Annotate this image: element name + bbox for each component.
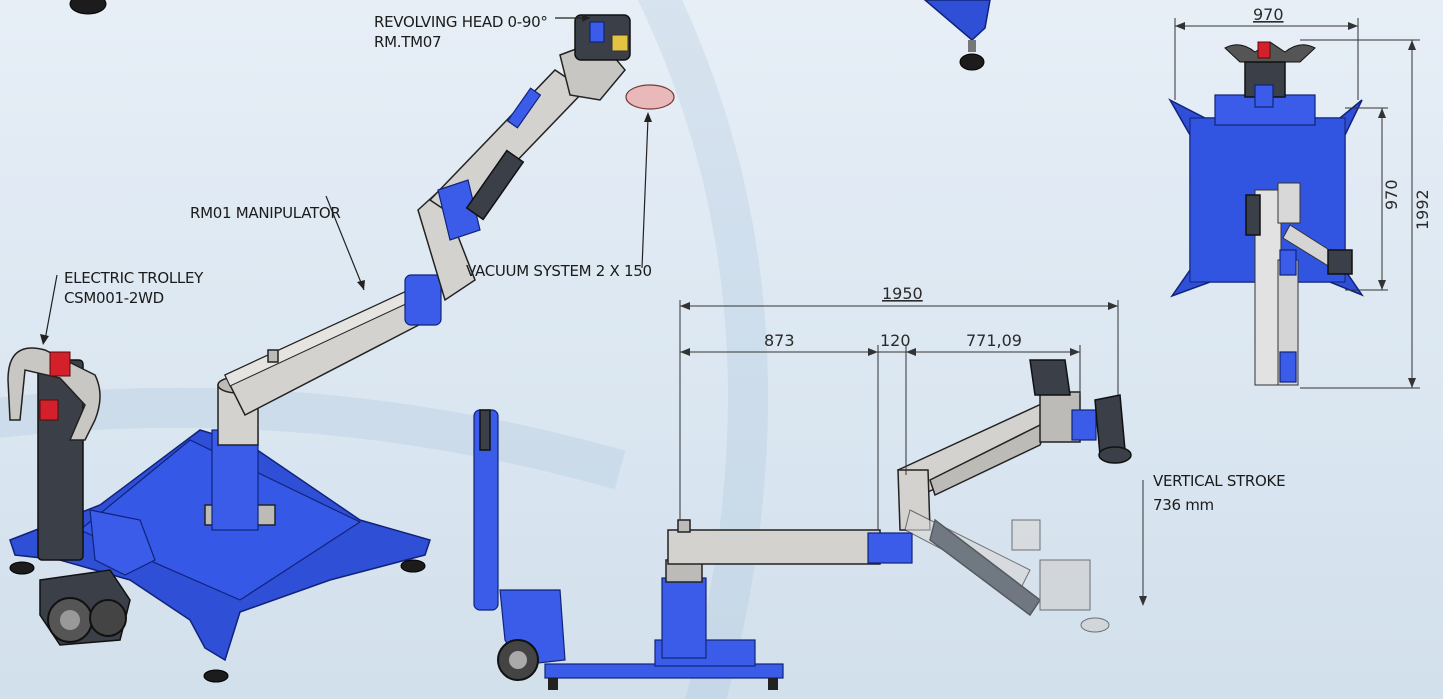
manipulator-top-view [1168, 41, 1365, 386]
base-feet-3d [9, 559, 426, 683]
manipulator-label: RM01 MANIPULATOR [190, 204, 340, 222]
partial-base-top-center [923, 0, 991, 71]
manipulator-3d-view [7, 14, 675, 683]
vacuum-system-label: VACUUM SYSTEM 2 X 150 [466, 262, 652, 280]
vertical-stroke-label: VERTICAL STROKE [1153, 472, 1285, 490]
trolley-code: CSM001-2WD [64, 289, 164, 307]
partial-foot-top-left [69, 0, 107, 15]
dim-top-width: 970 [1253, 5, 1284, 24]
manipulator-side-view [473, 359, 1132, 690]
electric-trolley-3d [7, 347, 156, 646]
first-arm-side [667, 529, 881, 565]
vertical-stroke-value: 736 mm [1153, 496, 1214, 514]
dim-top-total-height: 1992 [1413, 189, 1432, 230]
vertical-stroke-indicator [1139, 480, 1147, 606]
revolving-head-label: REVOLVING HEAD 0-90° [374, 13, 548, 31]
vacuum-pad-3d [625, 84, 675, 110]
trolley-label: ELECTRIC TROLLEY [64, 269, 204, 287]
top-view-dimensions [1174, 18, 1420, 389]
revolving-head-3d [559, 14, 675, 110]
column-3d [211, 429, 259, 531]
column-side [661, 577, 707, 659]
side-view-dimensions [679, 300, 1119, 530]
dim-segment-1: 873 [764, 331, 795, 350]
dim-segment-3: 771,09 [966, 331, 1022, 350]
dim-total-length: 1950 [882, 284, 923, 303]
dim-top-inner-height: 970 [1382, 179, 1401, 210]
dim-segment-2: 120 [880, 331, 911, 350]
label-leaders [40, 14, 652, 345]
revolving-head-code: RM.TM07 [374, 33, 441, 51]
